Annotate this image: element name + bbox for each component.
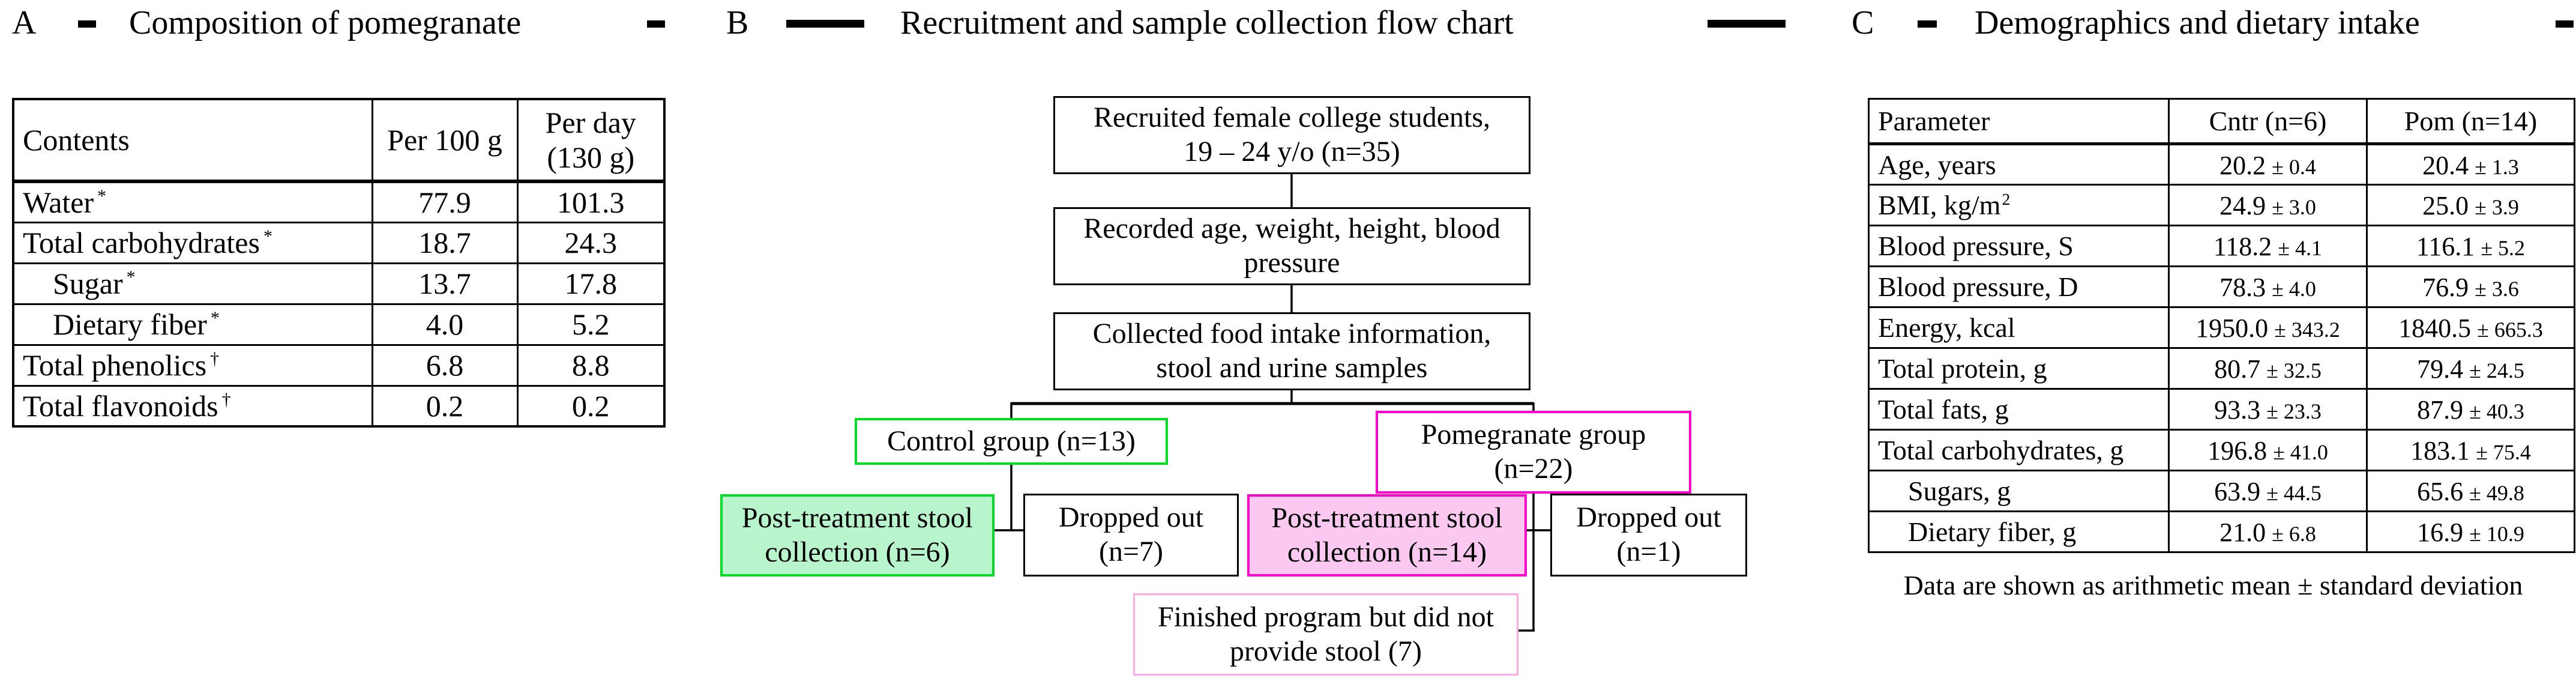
row-label: BMI, kg/m2 [1868, 184, 2170, 226]
title-dash [786, 20, 864, 28]
cell-pom: 116.1± 5.2 [2366, 225, 2575, 267]
table-row: Total carbohydrates, g 196.8± 41.0 183.1… [1868, 429, 2575, 471]
column-header: Pom (n=14) [2366, 98, 2575, 145]
cell-cntr: 21.0± 6.8 [2168, 510, 2368, 553]
table-row: Energy, kcal 1950.0± 343.2 1840.5± 665.3 [1868, 306, 2575, 349]
table-row: Blood pressure, S 118.2± 4.1 116.1± 5.2 [1868, 225, 2575, 267]
cell-pom: 20.4± 1.3 [2366, 143, 2575, 186]
title-dash [647, 20, 665, 28]
panel-b-label: B [726, 4, 749, 41]
row-label: Blood pressure, S [1868, 225, 2170, 267]
column-header: Per 100 g [371, 98, 519, 183]
row-label: Total phenolics† [12, 344, 373, 387]
row-label: Total protein, g [1868, 347, 2170, 390]
row-label: Energy, kcal [1868, 306, 2170, 349]
cell-per100: 18.7 [371, 221, 519, 264]
row-label: Blood pressure, D [1868, 265, 2170, 308]
composition-table: Contents Per 100 g Per day (130 g) Water… [12, 98, 666, 428]
table-header-row: Contents Per 100 g Per day (130 g) [12, 98, 666, 183]
cell-cntr: 63.9± 44.5 [2168, 470, 2368, 512]
cell-pom: 1840.5± 665.3 [2366, 306, 2575, 349]
table-row: Total flavonoids† 0.2 0.2 [12, 384, 666, 428]
demographics-table: Parameter Cntr (n=6) Pom (n=14) Age, yea… [1868, 98, 2575, 553]
column-header: Parameter [1868, 98, 2170, 145]
cell-per100: 4.0 [371, 303, 519, 346]
cell-cntr: 1950.0± 343.2 [2168, 306, 2368, 349]
row-label: Total flavonoids† [12, 384, 373, 428]
table-row: Total protein, g 80.7± 32.5 79.4± 24.5 [1868, 347, 2575, 390]
flow-box-post-treatment-control: Post-treatment stool collection (n=6) [720, 494, 995, 577]
cell-perday: 101.3 [516, 180, 666, 223]
cell-cntr: 78.3± 4.0 [2168, 265, 2368, 308]
table-row: Dietary fiber* 4.0 5.2 [12, 303, 666, 346]
flow-box-control-group: Control group (n=13) [855, 418, 1168, 465]
cell-pom: 25.0± 3.9 [2366, 184, 2575, 226]
title-dash [1708, 20, 1786, 28]
column-header: Per day (130 g) [516, 98, 666, 183]
panel-a-title: Composition of pomegranate [129, 4, 522, 41]
table-row: Total carbohydrates* 18.7 24.3 [12, 221, 666, 264]
cell-pom: 76.9± 3.6 [2366, 265, 2575, 308]
flow-box-finished-no-stool: Finished program but did not provide sto… [1133, 593, 1518, 676]
column-header: Cntr (n=6) [2168, 98, 2368, 145]
cell-pom: 79.4± 24.5 [2366, 347, 2575, 390]
table-row: Total phenolics† 6.8 8.8 [12, 344, 666, 387]
cell-cntr: 24.9± 3.0 [2168, 184, 2368, 226]
panel-a-label: A [12, 4, 37, 41]
cell-pom: 16.9± 10.9 [2366, 510, 2575, 553]
row-label: Dietary fiber, g [1868, 510, 2170, 553]
table-row: Age, years 20.2± 0.4 20.4± 1.3 [1868, 143, 2575, 186]
row-label: Total carbohydrates* [12, 221, 373, 264]
row-label: Sugars, g [1868, 470, 2170, 512]
column-header: Contents [12, 98, 373, 183]
cell-cntr: 196.8± 41.0 [2168, 429, 2368, 471]
cell-per100: 6.8 [371, 344, 519, 387]
panel-c-title: Demographics and dietary intake [1975, 4, 2420, 41]
cell-per100: 0.2 [371, 384, 519, 428]
table-footnote: Data are shown as arithmetic mean ± stan… [1903, 570, 2523, 601]
row-label: Sugar* [12, 262, 373, 305]
row-label: Total carbohydrates, g [1868, 429, 2170, 471]
cell-perday: 0.2 [516, 384, 666, 428]
table-row: Water* 77.9 101.3 [12, 180, 666, 223]
cell-pom: 65.6± 49.8 [2366, 470, 2575, 512]
flow-box-recorded: Recorded age, weight, height, blood pres… [1053, 207, 1530, 285]
flow-box-pomegranate-group: Pomegranate group (n=22) [1376, 411, 1691, 494]
cell-per100: 13.7 [371, 262, 519, 305]
panel-c-label: C [1852, 4, 1874, 41]
table-header-row: Parameter Cntr (n=6) Pom (n=14) [1868, 98, 2575, 145]
row-label: Total fats, g [1868, 388, 2170, 431]
table-row: Sugar* 13.7 17.8 [12, 262, 666, 305]
cell-perday: 8.8 [516, 344, 666, 387]
row-label: Dietary fiber* [12, 303, 373, 346]
row-label: Age, years [1868, 143, 2170, 186]
cell-perday: 24.3 [516, 221, 666, 264]
cell-cntr: 80.7± 32.5 [2168, 347, 2368, 390]
flow-box-dropped-out-control: Dropped out (n=7) [1023, 494, 1239, 577]
table-row: Dietary fiber, g 21.0± 6.8 16.9± 10.9 [1868, 510, 2575, 553]
flowchart-connectors [995, 174, 1550, 632]
flow-box-post-treatment-pomegranate: Post-treatment stool collection (n=14) [1247, 494, 1527, 577]
flow-box-collected: Collected food intake information, stool… [1053, 312, 1530, 390]
panel-b-title: Recruitment and sample collection flow c… [900, 4, 1514, 41]
cell-pom: 183.1± 75.4 [2366, 429, 2575, 471]
table-row: Total fats, g 93.3± 23.3 87.9± 40.3 [1868, 388, 2575, 431]
table-row: Blood pressure, D 78.3± 4.0 76.9± 3.6 [1868, 265, 2575, 308]
cell-cntr: 118.2± 4.1 [2168, 225, 2368, 267]
cell-cntr: 93.3± 23.3 [2168, 388, 2368, 431]
title-dash [78, 20, 96, 28]
cell-per100: 77.9 [371, 180, 519, 223]
row-label: Water* [12, 180, 373, 223]
flow-box-dropped-out-pomegranate: Dropped out (n=1) [1550, 494, 1747, 577]
table-row: Sugars, g 63.9± 44.5 65.6± 49.8 [1868, 470, 2575, 512]
title-dash [1918, 20, 1937, 28]
cell-cntr: 20.2± 0.4 [2168, 143, 2368, 186]
flow-box-recruited: Recruited female college students, 19 – … [1053, 96, 1530, 174]
table-row: BMI, kg/m2 24.9± 3.0 25.0± 3.9 [1868, 184, 2575, 226]
cell-perday: 17.8 [516, 262, 666, 305]
cell-pom: 87.9± 40.3 [2366, 388, 2575, 431]
title-dash [2556, 20, 2574, 28]
cell-perday: 5.2 [516, 303, 666, 346]
